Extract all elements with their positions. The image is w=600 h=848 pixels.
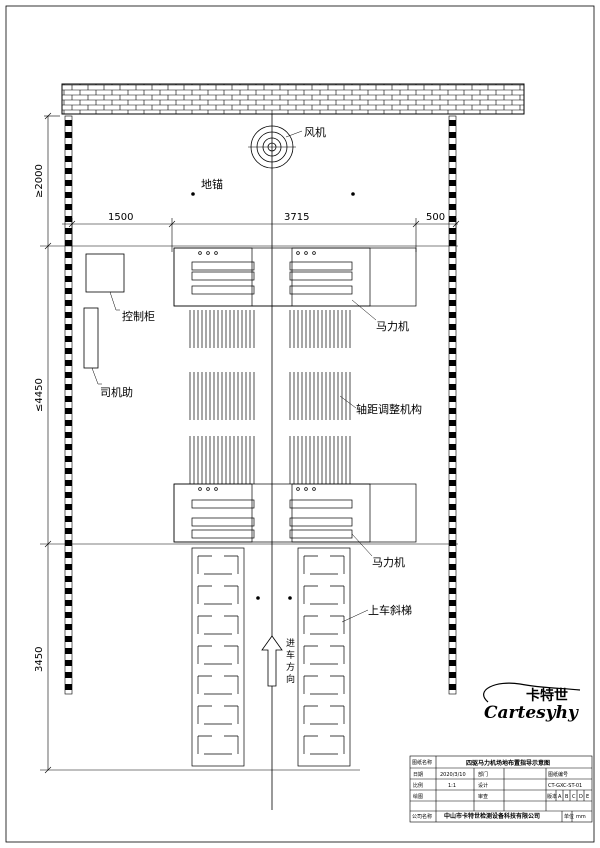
svg-text:A: A — [558, 794, 562, 800]
sheet-border — [5, 5, 595, 843]
svg-text:mm: mm — [576, 814, 586, 820]
top-dimension-line — [62, 218, 460, 252]
left-dimension-line — [44, 112, 60, 774]
dim-ramp-length: 3450 — [34, 647, 45, 672]
svg-text:车: 车 — [286, 649, 295, 661]
control-cabinet-label: 控制柜 — [122, 309, 155, 323]
svg-text:单位: 单位 — [564, 813, 574, 820]
driver-aid-label: 司机助 — [100, 385, 133, 399]
svg-text:部门: 部门 — [478, 771, 488, 778]
control-cabinet — [85, 253, 125, 293]
svg-text:D: D — [579, 794, 583, 800]
hazard-post-right — [448, 115, 457, 695]
entry-arrow-icon — [261, 635, 283, 687]
ramp-right — [297, 547, 351, 767]
drawing-number: CT-GXC-ST-01 — [548, 783, 582, 789]
dyno-top-label: 马力机 — [376, 319, 409, 333]
svg-text:E: E — [586, 794, 589, 800]
anchor-points — [191, 192, 355, 600]
hazard-post-left — [64, 115, 73, 695]
company-logo: 卡特世 Cartesyhy — [483, 682, 581, 723]
dyno-unit-bottom — [173, 483, 417, 543]
dim-top-clearance: ≥2000 — [34, 164, 45, 198]
driver-aid-stand — [83, 307, 99, 369]
svg-text:设计: 设计 — [478, 782, 488, 789]
svg-text:公司名称: 公司名称 — [412, 813, 432, 820]
svg-text:绘图: 绘图 — [413, 793, 423, 800]
ramp-left — [191, 547, 245, 767]
svg-text:2020/3/10: 2020/3/10 — [440, 772, 466, 778]
svg-text:日期: 日期 — [413, 772, 423, 778]
dyno-bottom-label: 马力机 — [372, 555, 405, 569]
svg-text:C: C — [572, 794, 576, 800]
svg-text:图纸编号: 图纸编号 — [548, 771, 568, 778]
ramp-label: 上车斜梯 — [368, 603, 412, 617]
brick-wall — [61, 83, 525, 115]
dyno-unit-top — [173, 247, 417, 307]
svg-text:审查: 审查 — [478, 793, 488, 800]
wheelbase-label: 轴距调整机构 — [356, 402, 422, 416]
wheelbase-adjuster — [189, 310, 351, 484]
svg-text:B: B — [565, 794, 569, 800]
drawing-title: 四驱马力机场地布置指导示意图 — [466, 759, 550, 767]
svg-text:向: 向 — [286, 673, 295, 685]
title-block-text: 图纸名称 四驱马力机场地布置指导示意图 日期 2020/3/10 部门 图纸编号… — [412, 759, 589, 820]
svg-text:图纸名称: 图纸名称 — [412, 759, 432, 766]
svg-text:卡特世: 卡特世 — [526, 687, 568, 704]
svg-text:进: 进 — [286, 638, 295, 649]
dim-right-width: 500 — [426, 212, 445, 223]
svg-text:Cartesyhy: Cartesyhy — [484, 703, 579, 723]
svg-text:1:1: 1:1 — [448, 783, 456, 789]
company-name: 中山市卡特世检测设备科技有限公司 — [444, 812, 540, 820]
dim-center-width: 3715 — [284, 212, 309, 223]
svg-text:版本: 版本 — [547, 793, 557, 800]
title-block — [409, 755, 593, 823]
dim-left-width: 1500 — [108, 212, 133, 223]
anchor-label: 地锚 — [201, 177, 223, 191]
svg-text:方: 方 — [286, 661, 295, 673]
dim-middle-length: ≤4450 — [34, 378, 45, 412]
svg-text:比例: 比例 — [413, 782, 423, 789]
fan-icon — [248, 125, 296, 169]
fan-label: 风机 — [304, 125, 326, 139]
